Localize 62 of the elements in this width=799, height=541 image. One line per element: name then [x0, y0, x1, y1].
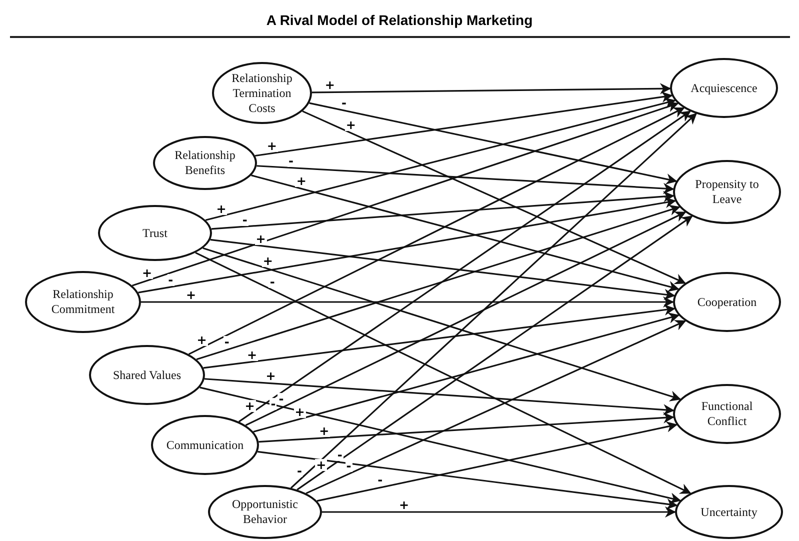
arrow	[211, 190, 674, 230]
edge-label: +	[254, 232, 267, 245]
arrow	[254, 91, 673, 157]
construct-label: Cooperation	[697, 294, 757, 310]
arrow	[238, 110, 691, 422]
construct-label: Relationship Benefits	[174, 148, 236, 178]
construct-label: Propensity to Leave	[694, 177, 760, 207]
edge-label: +	[141, 267, 154, 280]
arrow	[322, 506, 676, 518]
edge-label: -	[278, 393, 285, 406]
diagram-title: A Rival Model of Relationship Marketing	[265, 12, 534, 28]
arrow	[138, 197, 676, 294]
construct-label: Functional Conflict	[700, 399, 754, 429]
edge-label: +	[264, 370, 277, 382]
arrow	[203, 304, 676, 369]
construct-label: Uncertainty	[700, 504, 758, 520]
edge-label: -	[167, 274, 174, 286]
construct-label: Opportunistic Behavior	[231, 497, 299, 527]
arrow	[258, 450, 678, 510]
arrow	[196, 204, 680, 360]
edge-label: +	[344, 119, 357, 132]
arrow	[245, 212, 686, 426]
construct-label: Communication	[166, 438, 244, 452]
edge-label: +	[266, 140, 278, 152]
edge-label: -	[270, 398, 277, 410]
construct-label: Shared Values	[112, 368, 182, 382]
arrow	[306, 320, 686, 494]
edge-label: +	[294, 406, 306, 418]
construct-label: Acquiescence	[690, 80, 758, 96]
edge-label: +	[262, 255, 274, 268]
edge-label: -	[223, 336, 230, 348]
edge-label: +	[324, 79, 336, 92]
arrow	[141, 296, 674, 308]
construct-label: Trust	[142, 226, 168, 240]
arrow	[296, 216, 693, 490]
arrow	[195, 252, 692, 494]
construct-label: Relationship Termination Costs	[230, 70, 294, 116]
edge-label: +	[398, 499, 410, 511]
arrow	[132, 101, 679, 286]
arrow	[290, 112, 697, 489]
arrow	[200, 386, 682, 504]
edge-label: +	[295, 175, 308, 188]
arrow	[202, 247, 682, 402]
construct-label: Relationship Commitment	[50, 287, 116, 317]
arrow	[312, 83, 672, 94]
arrow	[188, 107, 685, 355]
edge-label: +	[315, 458, 328, 471]
arrow	[302, 110, 686, 284]
arrow	[205, 98, 676, 221]
arrow	[256, 165, 674, 194]
edge-label: +	[244, 400, 256, 412]
edge-label: +	[196, 334, 208, 346]
arrow	[204, 378, 674, 416]
edge-label: -	[345, 460, 352, 472]
edge-label: +	[246, 348, 258, 361]
edge-label: +	[318, 424, 330, 437]
arrow	[258, 412, 674, 443]
arrow	[210, 238, 676, 300]
arrow	[309, 102, 678, 185]
edge-label: +	[215, 202, 228, 215]
edge-label: +	[184, 289, 198, 301]
arrow	[251, 174, 680, 292]
